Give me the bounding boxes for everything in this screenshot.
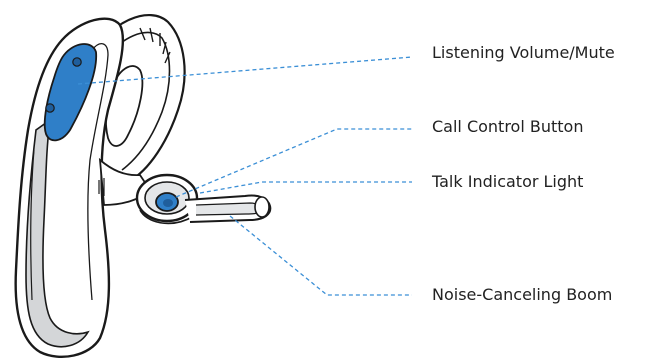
boom-mic [185, 195, 270, 222]
leader-call-control [176, 129, 412, 197]
callout-label-call-control: Call Control Button [432, 117, 583, 137]
callout-label-boom: Noise-Canceling Boom [432, 285, 612, 305]
leader-boom [230, 216, 412, 295]
callout-label-volume-mute: Listening Volume/Mute [432, 43, 615, 63]
leader-talk-indicator [200, 182, 412, 193]
callout-label-talk-indicator: Talk Indicator Light [432, 172, 583, 192]
